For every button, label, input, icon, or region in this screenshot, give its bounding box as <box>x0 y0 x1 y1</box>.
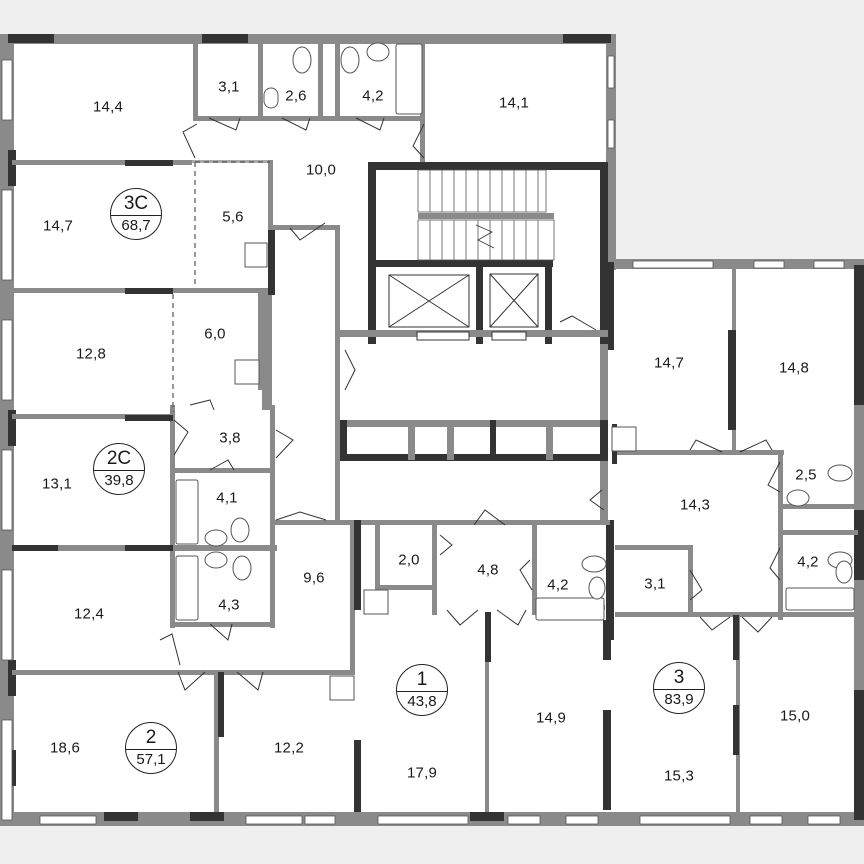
badge-divider <box>397 691 447 693</box>
apartment-badge-3[interactable]: 3 83,9 <box>653 662 705 714</box>
stair-icon <box>417 169 555 261</box>
room-area-label: 2,0 <box>398 551 420 569</box>
service-shafts <box>340 420 608 461</box>
badge-divider <box>126 749 176 751</box>
apartment-total-area: 43,8 <box>407 693 437 710</box>
kitchen-sink-icon <box>234 242 637 701</box>
badge-divider <box>654 689 704 691</box>
dashed-partitions <box>172 161 270 412</box>
room-area-label: 14,3 <box>680 496 710 514</box>
badge-divider <box>111 215 161 217</box>
room-area-label: 17,9 <box>407 764 437 782</box>
room-area-label: 10,0 <box>306 161 336 179</box>
room-area-label: 3,8 <box>219 429 241 447</box>
windows <box>1 55 845 825</box>
apartment-total-area: 68,7 <box>121 217 151 234</box>
room-area-label: 2,5 <box>795 466 817 484</box>
elevator-small-icon <box>489 273 539 341</box>
badge-divider <box>94 470 144 472</box>
room-area-label: 3,1 <box>218 78 240 96</box>
apartment-total-area: 83,9 <box>664 691 694 708</box>
room-area-label: 2,6 <box>285 87 307 105</box>
room-area-label: 12,2 <box>274 739 304 757</box>
room-area-label: 4,2 <box>362 87 384 105</box>
room-area-label: 6,0 <box>204 325 226 343</box>
apartment-badge-3c[interactable]: 3С 68,7 <box>110 188 162 240</box>
room-area-label: 12,8 <box>76 345 106 363</box>
apartment-badge-2c[interactable]: 2С 39,8 <box>93 443 145 495</box>
door-swing-icon <box>159 117 781 691</box>
room-area-label: 15,0 <box>780 707 810 725</box>
sink-icon <box>204 42 853 600</box>
room-area-label: 4,1 <box>216 489 238 507</box>
apartment-badge-2[interactable]: 2 57,1 <box>125 722 177 774</box>
room-area-label: 18,6 <box>50 739 80 757</box>
bathtub-icon <box>175 43 855 621</box>
room-area-label: 14,7 <box>43 217 73 235</box>
room-area-label: 4,2 <box>547 576 569 594</box>
building-core <box>340 162 608 461</box>
room-area-label: 14,9 <box>536 709 566 727</box>
room-area-label: 4,2 <box>797 553 819 571</box>
room-area-label: 5,6 <box>222 208 244 226</box>
apartment-type: 3С <box>123 193 149 214</box>
room-area-label: 14,1 <box>499 94 529 112</box>
room-area-label: 13,1 <box>42 475 72 493</box>
apartment-type: 2 <box>145 727 157 748</box>
apartment-total-area: 57,1 <box>136 751 166 768</box>
room-area-label: 4,3 <box>218 596 240 614</box>
elevator-large-icon <box>388 274 470 341</box>
apartment-total-area: 39,8 <box>104 472 134 489</box>
room-area-label: 12,4 <box>74 605 104 623</box>
apartment-type: 2С <box>106 448 132 469</box>
apartment-type: 3 <box>673 667 685 688</box>
room-area-label: 14,4 <box>93 98 123 116</box>
room-area-label: 15,3 <box>664 767 694 785</box>
apartment-badge-1[interactable]: 1 43,8 <box>396 664 448 716</box>
room-area-label: 14,7 <box>654 354 684 372</box>
room-area-label: 3,1 <box>644 575 666 593</box>
apartment-type: 1 <box>416 669 428 690</box>
room-area-label: 4,8 <box>477 561 499 579</box>
room-area-label: 9,6 <box>303 569 325 587</box>
room-area-label: 14,8 <box>779 359 809 377</box>
